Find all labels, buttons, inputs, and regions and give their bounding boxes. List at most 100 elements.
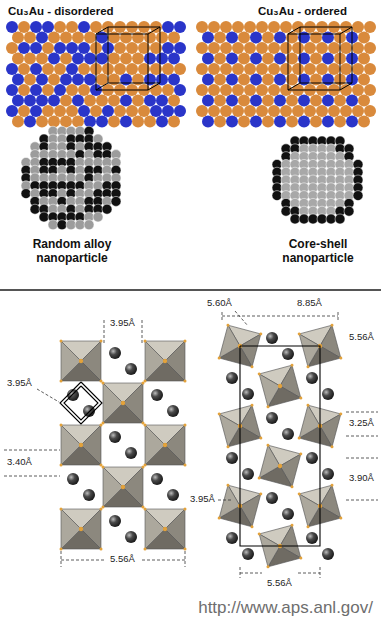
atom-sphere: [78, 84, 90, 96]
atom-sphere: [114, 105, 126, 117]
atom-sphere: [335, 214, 345, 224]
atom-sphere: [132, 53, 144, 65]
oxygen-dot: [163, 359, 167, 363]
atom-sphere: [310, 116, 322, 128]
cation-sphere: [242, 548, 254, 560]
atom-sphere: [111, 196, 121, 206]
octahedron: [144, 340, 187, 383]
cation-sphere: [151, 473, 163, 485]
ordered-lattice: [196, 21, 376, 128]
atom-sphere: [358, 74, 370, 86]
atom-sphere: [226, 74, 238, 86]
oxygen-dot: [217, 356, 221, 360]
atom-sphere: [156, 74, 168, 86]
atom-sphere: [30, 42, 42, 54]
atom-sphere: [174, 63, 186, 75]
octahedron: [102, 466, 145, 509]
atom-sphere: [244, 63, 256, 75]
dimension-label: 3.25Å: [348, 418, 375, 429]
dimension-label: 8.85Å: [296, 298, 323, 309]
atom-sphere: [274, 32, 286, 44]
atom-sphere: [126, 42, 138, 54]
atom-sphere: [358, 53, 370, 65]
atom-sphere: [238, 95, 250, 107]
atom-sphere: [262, 116, 274, 128]
atom-sphere: [36, 95, 48, 107]
octahedron: [60, 508, 103, 551]
atom-sphere: [238, 74, 250, 86]
atom-sphere: [108, 53, 120, 65]
atom-sphere: [156, 95, 168, 107]
atom-sphere: [162, 63, 174, 75]
octahedron-face: [103, 383, 123, 423]
atom-sphere: [250, 74, 262, 86]
atom-sphere: [274, 95, 286, 107]
oxygen-dot: [142, 466, 145, 469]
atom-sphere: [316, 105, 328, 117]
atom-sphere: [256, 21, 268, 33]
atom-sphere: [168, 32, 180, 44]
unit-cell: [288, 27, 352, 90]
atom-sphere: [120, 74, 132, 86]
atom-sphere: [322, 116, 334, 128]
atom-sphere: [280, 105, 292, 117]
dimension-line: [142, 560, 185, 561]
atom-sphere: [48, 53, 60, 65]
atom-sphere: [274, 74, 286, 86]
atom-sphere: [114, 63, 126, 75]
dimension-line: [320, 567, 321, 578]
atom-sphere: [317, 214, 327, 224]
atom-sphere: [340, 84, 352, 96]
oxygen-dot: [184, 424, 187, 427]
atom-sphere: [66, 105, 78, 117]
oxygen-dot: [266, 405, 270, 409]
dimension-line: [61, 560, 104, 561]
octahedron-face: [259, 530, 284, 567]
atom-sphere: [262, 74, 274, 86]
dimension-label: 5.56Å: [266, 578, 293, 589]
atom-sphere: [290, 214, 300, 224]
atom-sphere: [334, 95, 346, 107]
atom-sphere: [232, 63, 244, 75]
atom-sphere: [220, 21, 232, 33]
atom-sphere: [24, 116, 36, 128]
atom-sphere: [132, 95, 144, 107]
atom-sphere: [54, 105, 66, 117]
unit-cell: [96, 27, 160, 90]
atom-sphere: [84, 116, 96, 128]
atom-sphere: [220, 42, 232, 54]
octahedron: [144, 508, 187, 551]
octahedron: [257, 443, 302, 488]
atom-sphere: [108, 116, 120, 128]
cation-sphere: [83, 405, 95, 417]
cation-sphere: [67, 473, 79, 485]
atom-sphere: [132, 74, 144, 86]
atom-sphere: [352, 42, 364, 54]
atom-sphere: [72, 32, 84, 44]
cation-sphere: [125, 363, 137, 375]
atom-sphere: [256, 42, 268, 54]
random-alloy-particle: [21, 126, 121, 230]
oxygen-dot: [121, 401, 125, 405]
atom-sphere: [39, 212, 49, 222]
atom-sphere: [352, 84, 364, 96]
atom-sphere: [168, 95, 180, 107]
octahedron: [60, 424, 103, 467]
cubic-structure: [60, 340, 187, 551]
cation-sphere: [167, 405, 179, 417]
atom-sphere: [144, 95, 156, 107]
atom-sphere: [48, 32, 60, 44]
atom-sphere: [102, 105, 114, 117]
unit-cell-edge: [288, 27, 300, 34]
oxygen-dot: [290, 523, 294, 527]
source-url: http://www.aps.anl.gov/: [198, 598, 373, 618]
atom-sphere: [84, 74, 96, 86]
atom-sphere: [322, 53, 334, 65]
oxygen-dot: [79, 443, 83, 447]
cation-sphere: [266, 332, 278, 344]
octahedron-face: [61, 509, 81, 549]
atom-sphere: [156, 53, 168, 65]
atom-sphere: [268, 21, 280, 33]
